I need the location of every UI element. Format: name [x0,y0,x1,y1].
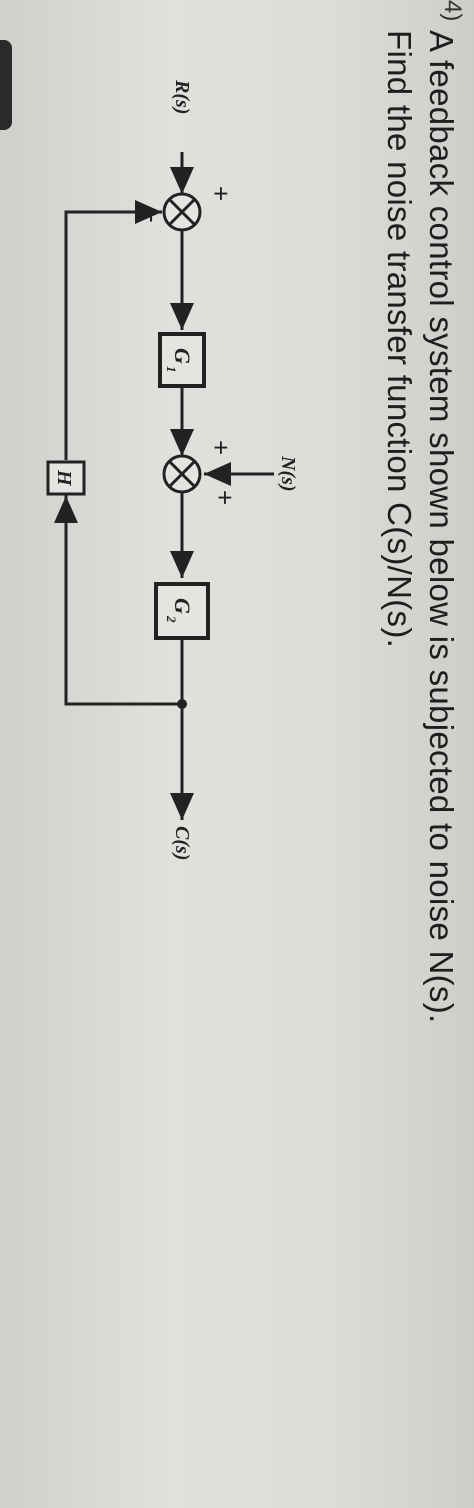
feedback-path [64,492,182,706]
h-to-sum1-line [64,200,162,460]
output-label: C(s) [171,826,193,860]
input-label: R(s) [171,79,193,114]
sum1-minus-sign: - [138,214,168,223]
summing-junction-1 [162,192,202,232]
block-g1: G 1 [158,332,206,388]
block-g2-subscript: 2 [164,615,179,623]
sum2-noise-plus-sign: + [210,490,240,505]
block-g2-label: G [170,598,195,614]
sum1-plus-sign: + [206,186,236,201]
summing-junction-2 [162,454,202,494]
block-g1-subscript: 1 [164,366,179,373]
block-h: H [46,460,86,496]
block-g2: G 2 [154,582,210,640]
page-edge-shadow [0,40,12,130]
noise-label: N(s) [277,455,299,492]
block-h-label: H [53,469,75,487]
block-g1-label: G [170,348,195,364]
output-pickoff-point [177,699,187,709]
sum2-plus-sign: + [206,440,236,455]
